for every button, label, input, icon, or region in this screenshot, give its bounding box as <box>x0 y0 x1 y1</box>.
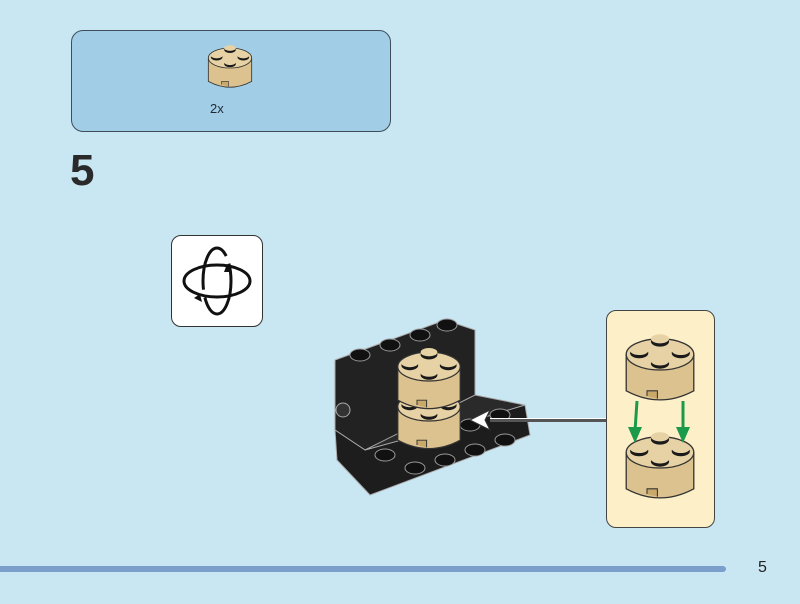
page-footer-bar <box>0 566 726 572</box>
part-quantity: 2x <box>210 101 224 116</box>
parts-list-box: 2x <box>71 30 391 132</box>
sub-assembly-callout <box>606 310 715 528</box>
pointer-line <box>490 418 606 422</box>
step-number: 5 <box>70 146 95 195</box>
down-arrow-icon <box>628 400 690 443</box>
rotate-model-icon <box>171 235 263 327</box>
round-brick-part-icon <box>205 43 255 93</box>
page-number: 5 <box>758 559 767 576</box>
model-assembly <box>334 318 531 496</box>
